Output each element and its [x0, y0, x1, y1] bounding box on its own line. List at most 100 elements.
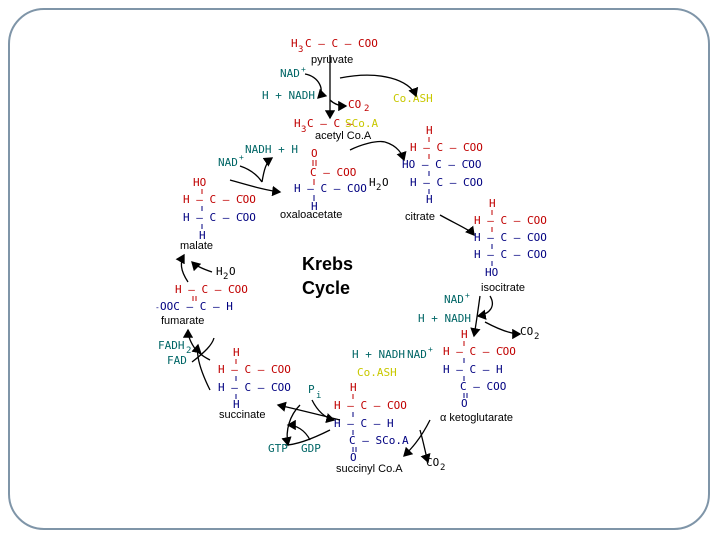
svg-text:-: -	[240, 209, 245, 218]
succinyl-coa: H H – C – COO - H – C – H C – SCo.A O su…	[334, 381, 409, 475]
coash-1: Co.ASH	[393, 92, 433, 105]
svg-text:+: +	[428, 345, 433, 354]
svg-text:HO: HO	[193, 176, 206, 189]
pi: P	[308, 383, 315, 396]
svg-text:H – C – COO: H – C – COO	[218, 363, 291, 376]
svg-text:-: -	[500, 343, 505, 352]
svg-text:C – C –: C – C –	[307, 117, 354, 130]
svg-text:H – C – COO: H – C – COO	[334, 399, 407, 412]
svg-text:2: 2	[223, 272, 228, 282]
svg-text:-: -	[349, 164, 354, 173]
svg-text:H – C – COO: H – C – COO	[218, 381, 291, 394]
svg-text:H: H	[291, 37, 298, 50]
svg-text:-: -	[349, 180, 354, 189]
title-line-2: Cycle	[302, 278, 350, 298]
svg-text:H: H	[233, 346, 240, 359]
svg-text:C – SCo.A: C – SCo.A	[349, 434, 409, 447]
h2o-malate: H	[216, 265, 223, 278]
svg-text:-: -	[390, 397, 395, 406]
svg-text:SCo.A: SCo.A	[345, 117, 378, 130]
h-nadh-1: H + NADH	[262, 89, 315, 102]
oxaloacetate: O C – COO - H – C – COO - H oxaloacetate	[280, 147, 367, 221]
oxaloacetate-label: oxaloacetate	[280, 209, 342, 221]
svg-text:C – C – COO: C – C – COO	[305, 37, 378, 50]
title-line-1: Krebs	[302, 254, 353, 274]
svg-text:C – COO: C – COO	[460, 380, 506, 393]
svg-text:H: H	[199, 229, 206, 242]
svg-text:H – C – COO: H – C – COO	[410, 176, 483, 189]
svg-text:-: -	[530, 246, 535, 255]
svg-text:-: -	[530, 229, 535, 238]
svg-text:H: H	[461, 328, 468, 341]
malate: HO H – C – COO - H – C – COO - H malate	[180, 176, 256, 252]
svg-text:H – C – COO: H – C – COO	[183, 193, 256, 206]
pyruvate: H 3 C – C – COO - pyruvate	[291, 35, 378, 66]
svg-text:H – C – COO: H – C – COO	[294, 182, 367, 195]
svg-text:H – C – COO: H – C – COO	[443, 345, 516, 358]
svg-text:C – COO: C – COO	[310, 166, 356, 179]
co2-1: CO	[348, 98, 361, 111]
svg-text:O: O	[461, 397, 468, 410]
svg-text:H: H	[294, 117, 301, 130]
fumarate: H – C – COO - - OOC – C – H fumarate	[155, 281, 248, 327]
fumarate-label: fumarate	[161, 315, 204, 327]
svg-text:+: +	[301, 65, 306, 74]
svg-text:H: H	[311, 200, 318, 213]
svg-text:+: +	[239, 153, 244, 162]
svg-text:H – C – COO: H – C – COO	[474, 248, 547, 261]
svg-text:O: O	[311, 147, 318, 160]
co2-akg: CO	[426, 456, 439, 469]
svg-text:-: -	[466, 139, 471, 148]
svg-text:i: i	[316, 391, 321, 401]
h-nadh-akg: H + NADH	[352, 348, 405, 361]
gdp: GDP	[301, 442, 321, 455]
coash-akg: Co.ASH	[357, 366, 397, 379]
isocitrate-label: isocitrate	[481, 282, 525, 294]
svg-text:-: -	[274, 361, 279, 370]
svg-text:-: -	[466, 174, 471, 183]
pyruvate-label: pyruvate	[311, 54, 353, 66]
svg-text:3: 3	[301, 125, 306, 135]
nadh-h-malate: NADH + H	[245, 143, 298, 156]
svg-text:H – C – COO: H – C – COO	[410, 141, 483, 154]
svg-text:H – C – H: H – C – H	[334, 417, 394, 430]
isocitrate: H H – C – COO - H – C – COO - H – C – CO…	[474, 197, 547, 294]
svg-text:O: O	[229, 265, 236, 278]
svg-text:H – C – H: H – C – H	[443, 363, 503, 376]
svg-text:2: 2	[376, 183, 381, 193]
svg-text:-: -	[240, 191, 245, 200]
svg-text:-: -	[500, 378, 505, 387]
svg-text:-: -	[274, 379, 279, 388]
svg-text:-: -	[366, 35, 371, 44]
svg-text:-: -	[530, 212, 535, 221]
acetyl-coa-label: acetyl Co.A	[315, 130, 372, 142]
nad-iso: NAD	[444, 293, 464, 306]
svg-text:O: O	[350, 451, 357, 464]
citrate: H H – C – COO - HO – C – COO - H – C – C…	[402, 124, 483, 223]
svg-text:2: 2	[440, 463, 445, 473]
nad-1: NAD	[280, 67, 300, 80]
svg-text:-: -	[466, 156, 471, 165]
svg-text:+: +	[465, 291, 470, 300]
svg-text:H: H	[350, 381, 357, 394]
citrate-label: citrate	[405, 211, 435, 223]
svg-text:H: H	[489, 197, 496, 210]
co2-iso: CO	[520, 325, 533, 338]
nad-akg: NAD	[407, 348, 427, 361]
svg-text:H – C – COO: H – C – COO	[183, 211, 256, 224]
acetyl-coa: H 3 C – C – SCo.A acetyl Co.A	[294, 117, 378, 142]
alpha-ketoglutarate: H H – C – COO - H – C – H C – COO - O α …	[440, 328, 516, 424]
svg-text:OOC – C – H: OOC – C – H	[160, 300, 233, 313]
svg-text:H: H	[426, 193, 433, 206]
slide-frame	[8, 8, 710, 530]
fadh2: FADH	[158, 339, 185, 352]
h-nadh-iso: H + NADH	[418, 312, 471, 325]
succinate-label: succinate	[219, 409, 265, 421]
svg-text:H – C – COO: H – C – COO	[474, 214, 547, 227]
alpha-ketoglutarate-label: α ketoglutarate	[440, 412, 513, 424]
malate-label: malate	[180, 240, 213, 252]
svg-text:HO: HO	[485, 266, 498, 279]
svg-text:H – C – COO: H – C – COO	[474, 231, 547, 244]
succinyl-coa-label: succinyl Co.A	[336, 463, 403, 475]
